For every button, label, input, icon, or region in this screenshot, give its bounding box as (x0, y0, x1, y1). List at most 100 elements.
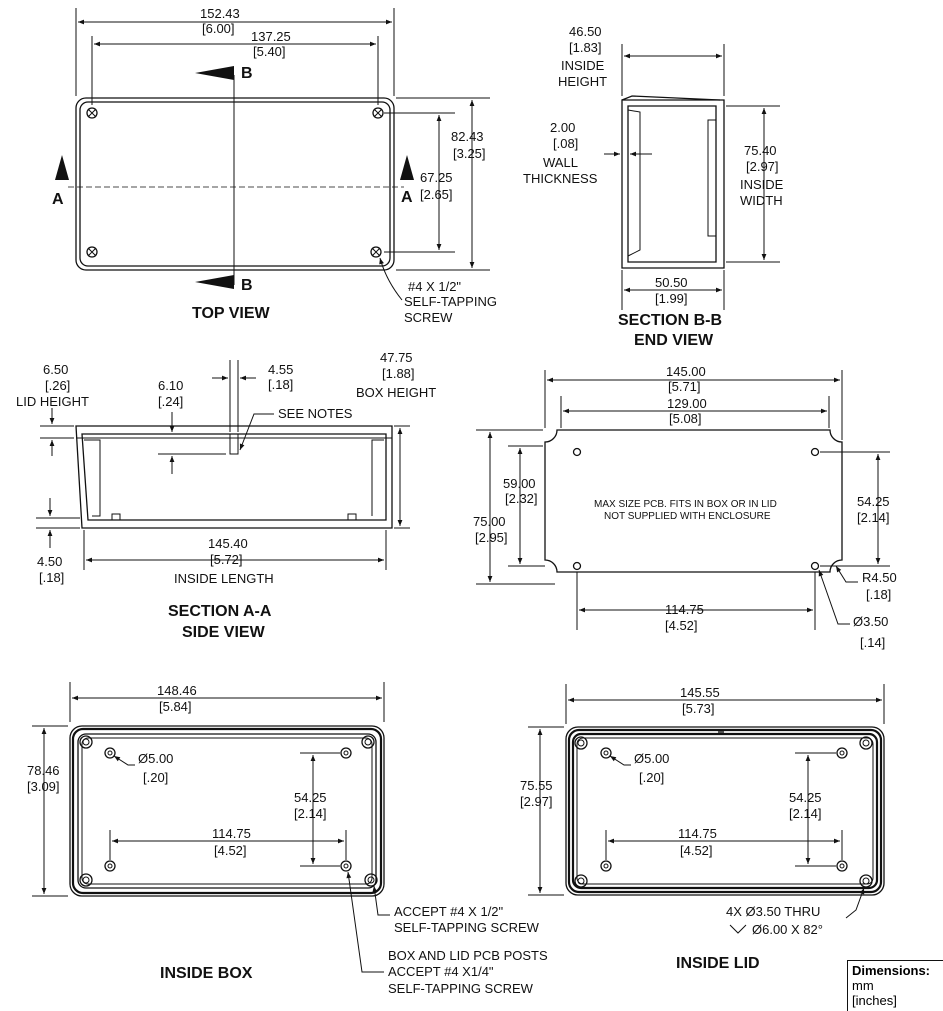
dim-post-v-in: [2.14] (294, 806, 327, 821)
section-a-label: A (52, 191, 64, 208)
dim-screw-length: 137.25 (251, 29, 291, 44)
dimensions-legend: Dimensions: mm [inches] (847, 960, 943, 1011)
dim-outer-width-in: [1.99] (655, 291, 688, 306)
inside-box-outline (69, 725, 385, 897)
dim-rib-in: [.24] (158, 394, 183, 409)
dim-post-h: 114.75 (212, 826, 251, 841)
corner-hole-icon (859, 874, 873, 888)
dim-pcb-height-in: [2.95] (475, 530, 508, 545)
inside-width-label: WIDTH (740, 193, 783, 208)
dim-lid-length-in: [5.73] (682, 701, 715, 716)
section-a-label: A (401, 189, 413, 206)
dim-box-length-in: [5.84] (159, 699, 192, 714)
pcb-hole (810, 561, 820, 571)
pcb-note: MAX SIZE PCB. FITS IN BOX OR IN LID (594, 499, 777, 510)
pcb-hole (810, 447, 820, 457)
dim-post-dia-in: [.20] (143, 770, 168, 785)
top-view-title: TOP VIEW (192, 305, 271, 322)
box-screw-note: SELF-TAPPING SCREW (394, 920, 540, 935)
pcb-post-icon (104, 860, 116, 872)
pcb-post-icon (340, 747, 352, 759)
dim-hole-dia-in: [.14] (860, 635, 885, 650)
section-aa-title: SIDE VIEW (182, 624, 266, 641)
dim-wall: 2.00 (550, 120, 575, 135)
screw-note: #4 X 1/2" (408, 279, 461, 294)
lid-height-label: LID HEIGHT (16, 394, 89, 409)
dim-box-height-in: [1.88] (382, 366, 415, 381)
dim-post-h-in: [4.52] (214, 843, 247, 858)
pcb-hole (572, 447, 582, 457)
section-b-arrow-icon (195, 66, 234, 80)
pcb-post-icon (104, 747, 116, 759)
dim-hole-v-in: [2.14] (857, 510, 890, 525)
legend-unit-mm: mm (852, 978, 874, 993)
dim-box-width: 78.46 (27, 763, 60, 778)
box-height-label: BOX HEIGHT (356, 385, 436, 400)
section-aa-outline (75, 425, 393, 529)
lid-thru-note: 4X Ø3.50 THRU (726, 904, 820, 919)
pcb-hole (572, 561, 582, 571)
corner-post-icon (364, 873, 378, 887)
dim-pcb-height: 75.00 (473, 514, 506, 529)
dim-overall-width-in: [3.25] (453, 146, 486, 161)
section-bb-title: END VIEW (634, 332, 714, 349)
dim-post-v: 54.25 (294, 790, 327, 805)
pcb-note: NOT SUPPLIED WITH ENCLOSURE (604, 511, 771, 522)
screw-icon (86, 107, 98, 119)
corner-hole-icon (574, 874, 588, 888)
inside-height-label: INSIDE (561, 58, 605, 73)
dim-overall-length: 152.43 (200, 6, 240, 21)
dim-rib-width-in: [.18] (268, 377, 293, 392)
pcb-outline-view: MAX SIZE PCB. FITS IN BOX OR IN LID NOT … (473, 364, 897, 650)
section-bb: 46.50 [1.83] INSIDE HEIGHT 2.00 [.08] WA… (523, 24, 784, 349)
corner-hole-icon (859, 736, 873, 750)
corner-post-icon (361, 735, 375, 749)
dim-rib: 6.10 (158, 378, 183, 393)
dim-inner-height-in: [2.32] (505, 491, 538, 506)
dim-box-width-in: [3.09] (27, 779, 60, 794)
section-a-arrow-icon (400, 155, 414, 180)
pcb-outline (544, 429, 843, 573)
dim-screw-length-in: [5.40] (253, 44, 286, 59)
pcb-post-icon (600, 747, 612, 759)
dim-hole-spacing-in: [5.08] (669, 411, 702, 426)
top-view-outline (75, 97, 395, 271)
dim-bottom: 4.50 (37, 554, 62, 569)
corner-post-icon (79, 735, 93, 749)
dim-hole-h-in: [4.52] (665, 618, 698, 633)
post-note: ACCEPT #4 X1/4" (388, 964, 494, 979)
dim-outer-width: 50.50 (655, 275, 688, 290)
dim-inner-height: 59.00 (503, 476, 536, 491)
section-b-arrow-icon (195, 275, 234, 289)
legend-title: Dimensions: (852, 963, 931, 978)
lid-csk-note: Ø6.00 X 82° (752, 922, 823, 937)
screw-note: SELF-TAPPING (404, 294, 497, 309)
dim-inside-width: 75.40 (744, 143, 777, 158)
box-screw-note: ACCEPT #4 X 1/2" (394, 904, 504, 919)
pcb-post-icon (340, 860, 352, 872)
dim-overall-length-in: [6.00] (202, 21, 235, 36)
wall-label: THICKNESS (523, 171, 598, 186)
top-view-lid-edge (79, 101, 391, 267)
inside-box-view: 148.46 [5.84] 78.46 [3.09] Ø5.00 [.20] 5… (27, 682, 548, 996)
post-note: BOX AND LID PCB POSTS (388, 948, 548, 963)
section-b-label: B (241, 277, 253, 294)
inside-box-title: INSIDE BOX (160, 965, 253, 982)
section-a-arrow-icon (55, 155, 69, 180)
section-aa-title: SECTION A-A (168, 603, 272, 620)
dim-box-length: 148.46 (157, 683, 197, 698)
dim-bottom-in: [.18] (39, 570, 64, 585)
dim-lid-height: 6.50 (43, 362, 68, 377)
dim-inside-height-in: [1.83] (569, 40, 602, 55)
dim-lid-post-dia-in: [.20] (639, 770, 664, 785)
dim-lid-height-in: [.26] (45, 378, 70, 393)
screw-icon (370, 246, 382, 258)
dim-lid-post-h-in: [4.52] (680, 843, 713, 858)
inside-lid-outline (565, 726, 885, 896)
inside-length-label: INSIDE LENGTH (174, 571, 274, 586)
wall-label: WALL (543, 155, 578, 170)
dim-lid-width: 75.55 (520, 778, 553, 793)
dim-box-height: 47.75 (380, 350, 413, 365)
legend-unit-inches: [inches] (852, 993, 897, 1008)
